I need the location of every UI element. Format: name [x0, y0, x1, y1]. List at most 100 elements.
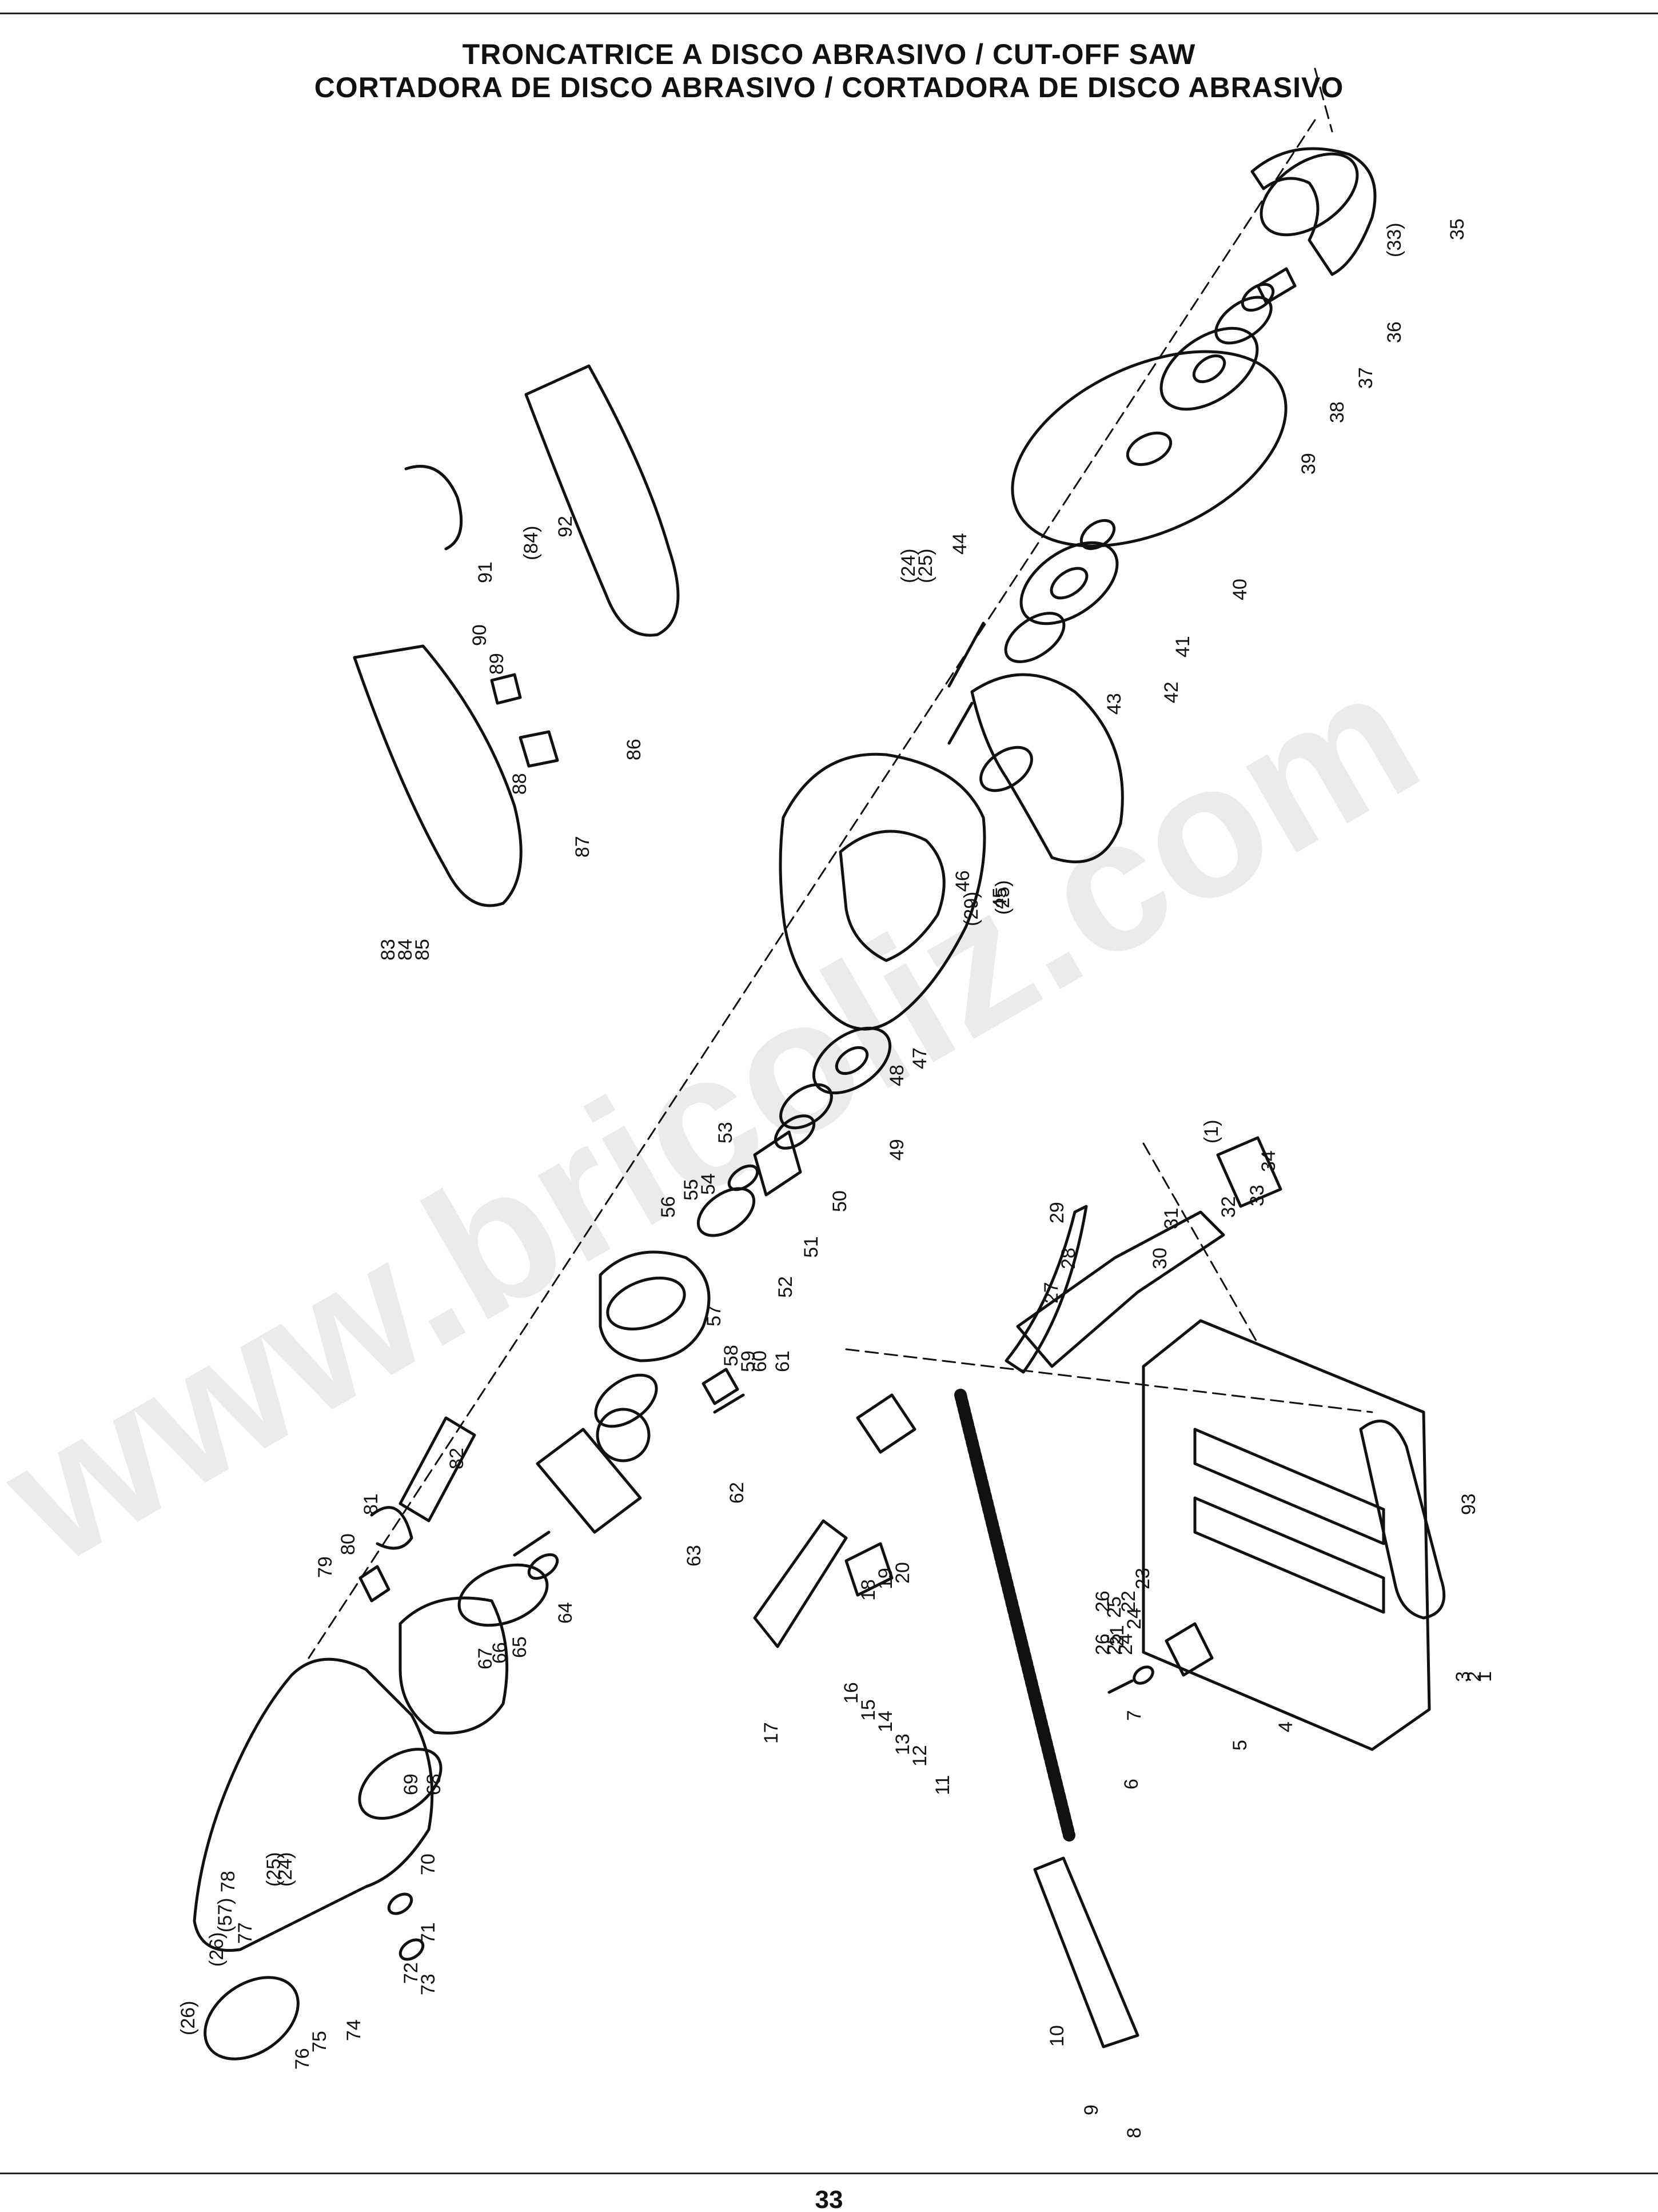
- callout-34: 34: [1258, 1150, 1280, 1172]
- callout-36: 36: [1384, 321, 1405, 343]
- circlip-outline: [774, 1114, 816, 1150]
- callout-53: 53: [715, 1122, 736, 1143]
- callout-60: 60: [749, 1350, 771, 1372]
- callout-25: 25: [1103, 1633, 1125, 1655]
- callout-77: 77: [234, 1922, 256, 1944]
- callout-85: 85: [412, 939, 433, 960]
- title-line-1: TRONCATRICE A DISCO ABRASIVO / CUT-OFF S…: [462, 38, 1196, 70]
- callout-84: 84: [394, 939, 416, 960]
- callout-10: 10: [1046, 2025, 1068, 2047]
- ring-outline: [1004, 612, 1066, 663]
- callout-38: 38: [1326, 401, 1348, 423]
- callout-13: 13: [892, 1733, 914, 1755]
- washer-outline: [1214, 296, 1273, 345]
- pin-outline: [947, 702, 974, 745]
- callout-12: 12: [909, 1745, 931, 1767]
- callout-2: 2: [1464, 1671, 1485, 1682]
- callout-p84p: (84): [520, 526, 542, 560]
- callout-15: 15: [858, 1699, 879, 1721]
- callout-p1p: (1): [1201, 1119, 1222, 1143]
- callout-p24p: (24): [898, 549, 919, 583]
- callout-p26p: (26): [206, 1932, 228, 1967]
- callout-90: 90: [469, 624, 491, 646]
- callout-p24p: (24): [274, 1852, 296, 1887]
- parts-drawing: [193, 67, 1446, 2060]
- clamp-jaw-outline: [856, 1393, 916, 1454]
- callout-88: 88: [509, 773, 531, 795]
- callout-28: 28: [1058, 1248, 1079, 1269]
- callout-70: 70: [417, 1854, 439, 1875]
- lower-guard-hole: [979, 746, 1033, 792]
- bottom-rule: [0, 2173, 1658, 2174]
- spindle-axis-line: [308, 119, 1316, 1659]
- brush-cap-outline: [398, 1938, 425, 1961]
- clamp-bracket-outline: [844, 1542, 894, 1597]
- spindle-lock-outline: [702, 1368, 739, 1405]
- cable-outline: [404, 465, 463, 551]
- callout-89: 89: [486, 653, 508, 675]
- callout-71: 71: [417, 1922, 439, 1944]
- callout-40: 40: [1229, 579, 1251, 600]
- torsion-spring-outline: [370, 1506, 413, 1550]
- gear-outline: [696, 1187, 756, 1237]
- callout-50: 50: [829, 1190, 851, 1212]
- pivot-block-outline: [1216, 1136, 1282, 1208]
- inner-flange-hub: [1050, 567, 1089, 600]
- callout-92: 92: [555, 516, 576, 537]
- callout-27: 27: [1041, 1282, 1062, 1304]
- callout-69: 69: [400, 1773, 422, 1795]
- armature-shaft-outline: [513, 1531, 551, 1557]
- callout-p25p: (25): [263, 1852, 285, 1887]
- callout-76: 76: [292, 2048, 313, 2070]
- callout-22: 22: [1118, 1591, 1139, 1612]
- callout-62: 62: [726, 1482, 748, 1504]
- guard-axis-line: [1314, 67, 1333, 133]
- callout-43: 43: [1103, 693, 1125, 715]
- callout-11: 11: [932, 1775, 954, 1795]
- callout-19: 19: [875, 1568, 896, 1589]
- callout-p57p: (57): [214, 1898, 236, 1932]
- gear-housing-outline: [599, 1250, 711, 1362]
- callout-74: 74: [343, 2019, 365, 2041]
- callout-66: 66: [489, 1642, 511, 1664]
- top-rule: [0, 13, 1658, 14]
- armature-core-outline: [536, 1428, 642, 1534]
- callout-78: 78: [217, 1871, 239, 1892]
- callout-42: 42: [1161, 681, 1182, 703]
- lower-guard-outline: [970, 673, 1124, 863]
- callout-p25p: (25): [992, 880, 1014, 915]
- base-slot-outline: [1193, 1428, 1385, 1545]
- callout-29: 29: [1046, 1202, 1068, 1223]
- page-number: 33: [815, 2187, 843, 2212]
- callout-64: 64: [555, 1602, 576, 1624]
- callout-26: 26: [1092, 1633, 1114, 1655]
- callout-31: 31: [1161, 1207, 1182, 1229]
- wheel-guard-outline: [779, 752, 986, 1031]
- callout-52: 52: [775, 1276, 796, 1298]
- callout-73: 73: [417, 1974, 439, 1995]
- callout-41: 41: [1172, 636, 1194, 657]
- callout-21: 21: [1106, 1625, 1128, 1647]
- end-cap-outline: [204, 1976, 300, 2060]
- fence-plate-outline: [753, 1519, 848, 1648]
- base-plate-outline: [1142, 1319, 1431, 1751]
- commutator-fan-outline: [596, 1408, 651, 1462]
- wrench-outline: [1359, 1420, 1446, 1620]
- callout-24: 24: [1115, 1633, 1137, 1655]
- handle-right-outline: [524, 364, 680, 637]
- callout-65: 65: [509, 1636, 531, 1658]
- abrasive-disc-outline: [1011, 350, 1288, 548]
- callout-16: 16: [840, 1682, 862, 1704]
- callout-1: 1: [1474, 1671, 1496, 1682]
- callout-81: 81: [360, 1493, 382, 1515]
- base-axis-line: [1142, 1142, 1259, 1345]
- callout-57: 57: [703, 1305, 725, 1326]
- callout-6: 6: [1121, 1779, 1142, 1789]
- sleeve-outline: [398, 1416, 476, 1523]
- upper-guard-inner: [1260, 152, 1359, 237]
- callout-47: 47: [909, 1047, 931, 1069]
- callout-80: 80: [337, 1533, 359, 1555]
- switch-outline: [358, 1565, 390, 1603]
- gear-housing-bore: [606, 1276, 686, 1331]
